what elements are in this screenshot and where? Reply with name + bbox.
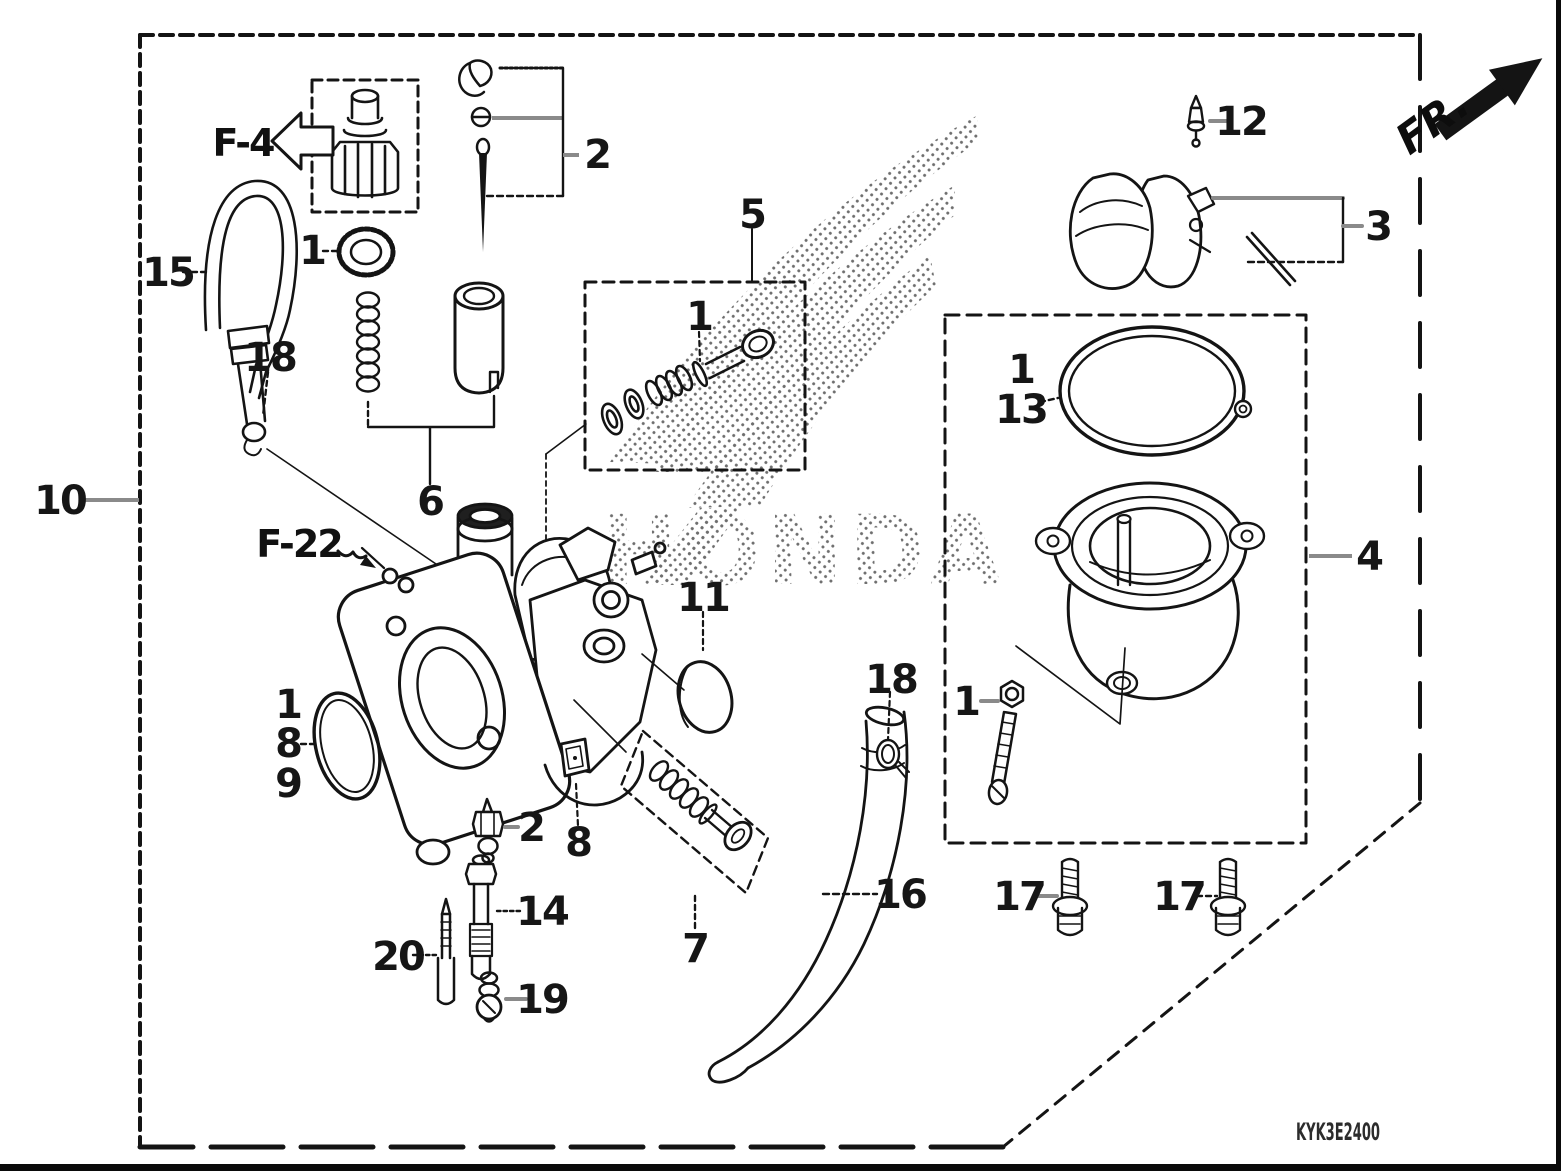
part-callout-float-chamber: 4	[1356, 534, 1382, 580]
part-callout-cap-nut: 1	[299, 228, 325, 274]
part-callout-tube-clip: 18	[244, 335, 296, 381]
hose-group	[707, 690, 910, 1084]
f4-label: F-4	[212, 121, 274, 165]
f22-reference-group: F-22	[256, 522, 376, 568]
screw-a-group	[1035, 857, 1089, 937]
diagram-code: KYK3E2400	[1296, 1118, 1380, 1146]
valve-bolt-group	[471, 797, 520, 864]
scan-edge-bottom	[0, 1164, 1561, 1171]
block-group	[559, 737, 591, 828]
float-valve-group	[1186, 94, 1228, 148]
part-callout-carburetor-assy: 10	[34, 478, 86, 524]
part-callout-cap: 11	[677, 575, 729, 621]
part-callout-tube: 15	[142, 250, 194, 296]
f4-reference-group: F-4	[212, 78, 420, 214]
part-callout-needle-jet: 20	[372, 934, 424, 980]
part-callout-screw-a: 17	[993, 874, 1045, 920]
front-direction-indicator: FR.	[1387, 58, 1543, 164]
pump-set-group	[619, 729, 770, 933]
pilot-screw-group	[475, 971, 528, 1023]
part-callout-screw-set: 5	[739, 192, 765, 238]
f22-arrow-icon	[360, 556, 376, 568]
part-callout-throttle-valve: 6	[417, 479, 443, 525]
cap-group	[676, 610, 734, 734]
needle-jet-group	[411, 897, 456, 1006]
part-callout-oring-eight: 8	[275, 721, 301, 767]
part-callout-main-jet: 14	[516, 889, 568, 935]
part-callout-needle-set: 2	[584, 132, 610, 178]
part-callout-pump-set: 7	[682, 926, 708, 972]
part-callout-pilot-screw: 19	[516, 977, 568, 1023]
part-callout-float-valve: 12	[1215, 99, 1267, 145]
scan-edge-right	[1556, 0, 1561, 1171]
leader-clip-to-body	[266, 448, 437, 565]
part-callout-valve-bolt: 2	[518, 805, 544, 851]
screw-b-group	[1195, 857, 1247, 937]
float-group	[1068, 172, 1364, 290]
f22-label: F-22	[256, 522, 341, 566]
watermark-honda-text: HONDA	[601, 495, 1007, 607]
part-callout-gasket-one: 1	[1008, 347, 1034, 393]
part-callout-drain-nut: 1	[953, 679, 979, 725]
throttle-valve-group	[355, 281, 505, 486]
carburetor-body	[336, 502, 667, 866]
fuel-tube-group	[181, 179, 298, 457]
diagram-frame	[137, 33, 1422, 1150]
part-callout-gasket: 13	[995, 387, 1047, 433]
part-callout-block: 8	[565, 820, 591, 866]
float-chamber-box	[943, 313, 1352, 845]
needle-set-group	[458, 59, 579, 252]
leader-body-to-cap	[641, 653, 685, 691]
part-callout-hose-clip: 18	[865, 657, 917, 703]
part-callout-float: 3	[1365, 204, 1391, 250]
oring-group	[299, 691, 382, 801]
leader-body-to-pump	[573, 699, 627, 753]
part-callout-hose: 16	[874, 872, 926, 918]
part-callout-oring-one: 1	[275, 682, 301, 728]
screw-set-box	[545, 228, 807, 553]
part-callout-oring-nine: 9	[275, 761, 301, 807]
part-callout-screw-set-washer: 1	[686, 294, 712, 340]
part-callout-screw-b: 17	[1153, 874, 1205, 920]
cap-nut-group	[321, 226, 396, 278]
f4-arrow-icon	[270, 111, 335, 171]
